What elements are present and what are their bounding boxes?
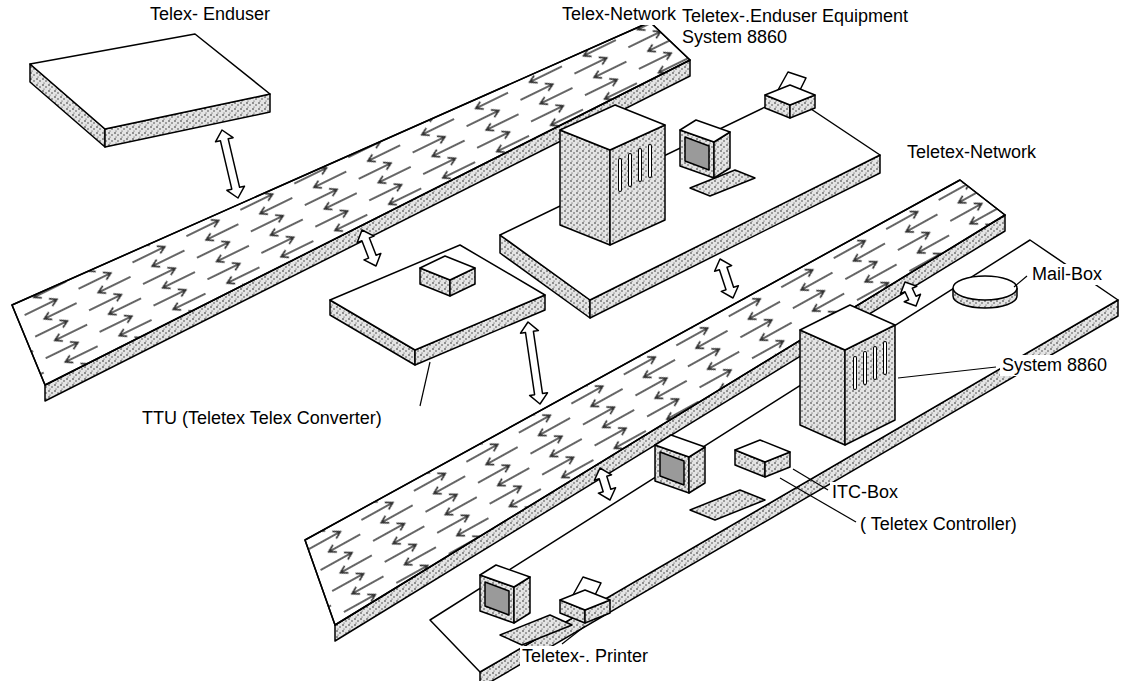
network-part: Telex- Enduser [30,34,270,147]
callout-label: Teletex-. Printer [520,646,650,667]
part-label: TTU (Teletex Telex Converter) [140,408,384,429]
link-arrow [216,130,245,198]
network-part: Teletex-Network [305,180,1005,640]
link-arrow [357,230,381,266]
callout-label: ( Teletex Controller) [858,514,1019,535]
link-arrow [715,259,739,298]
network-part: Telex-Network [12,22,690,400]
part-label: Telex- Enduser [148,4,272,25]
part-label: System 8860 [1000,355,1109,376]
network-part: System 8860 [800,305,895,445]
network-part: TTU (Teletex Telex Converter) [330,245,545,365]
network-part: Teletex-.Enduser Equipment System 8860 [500,40,880,318]
part-label: Teletex-.Enduser Equipment System 8860 [680,6,946,48]
link-arrow [901,282,921,306]
part-label: Telex-Network [560,4,678,25]
link-arrow [521,322,548,404]
callout-label: Mail-Box [1030,264,1104,285]
callout-label: ITC-Box [830,482,900,503]
part-label: Teletex-Network [905,142,1038,163]
